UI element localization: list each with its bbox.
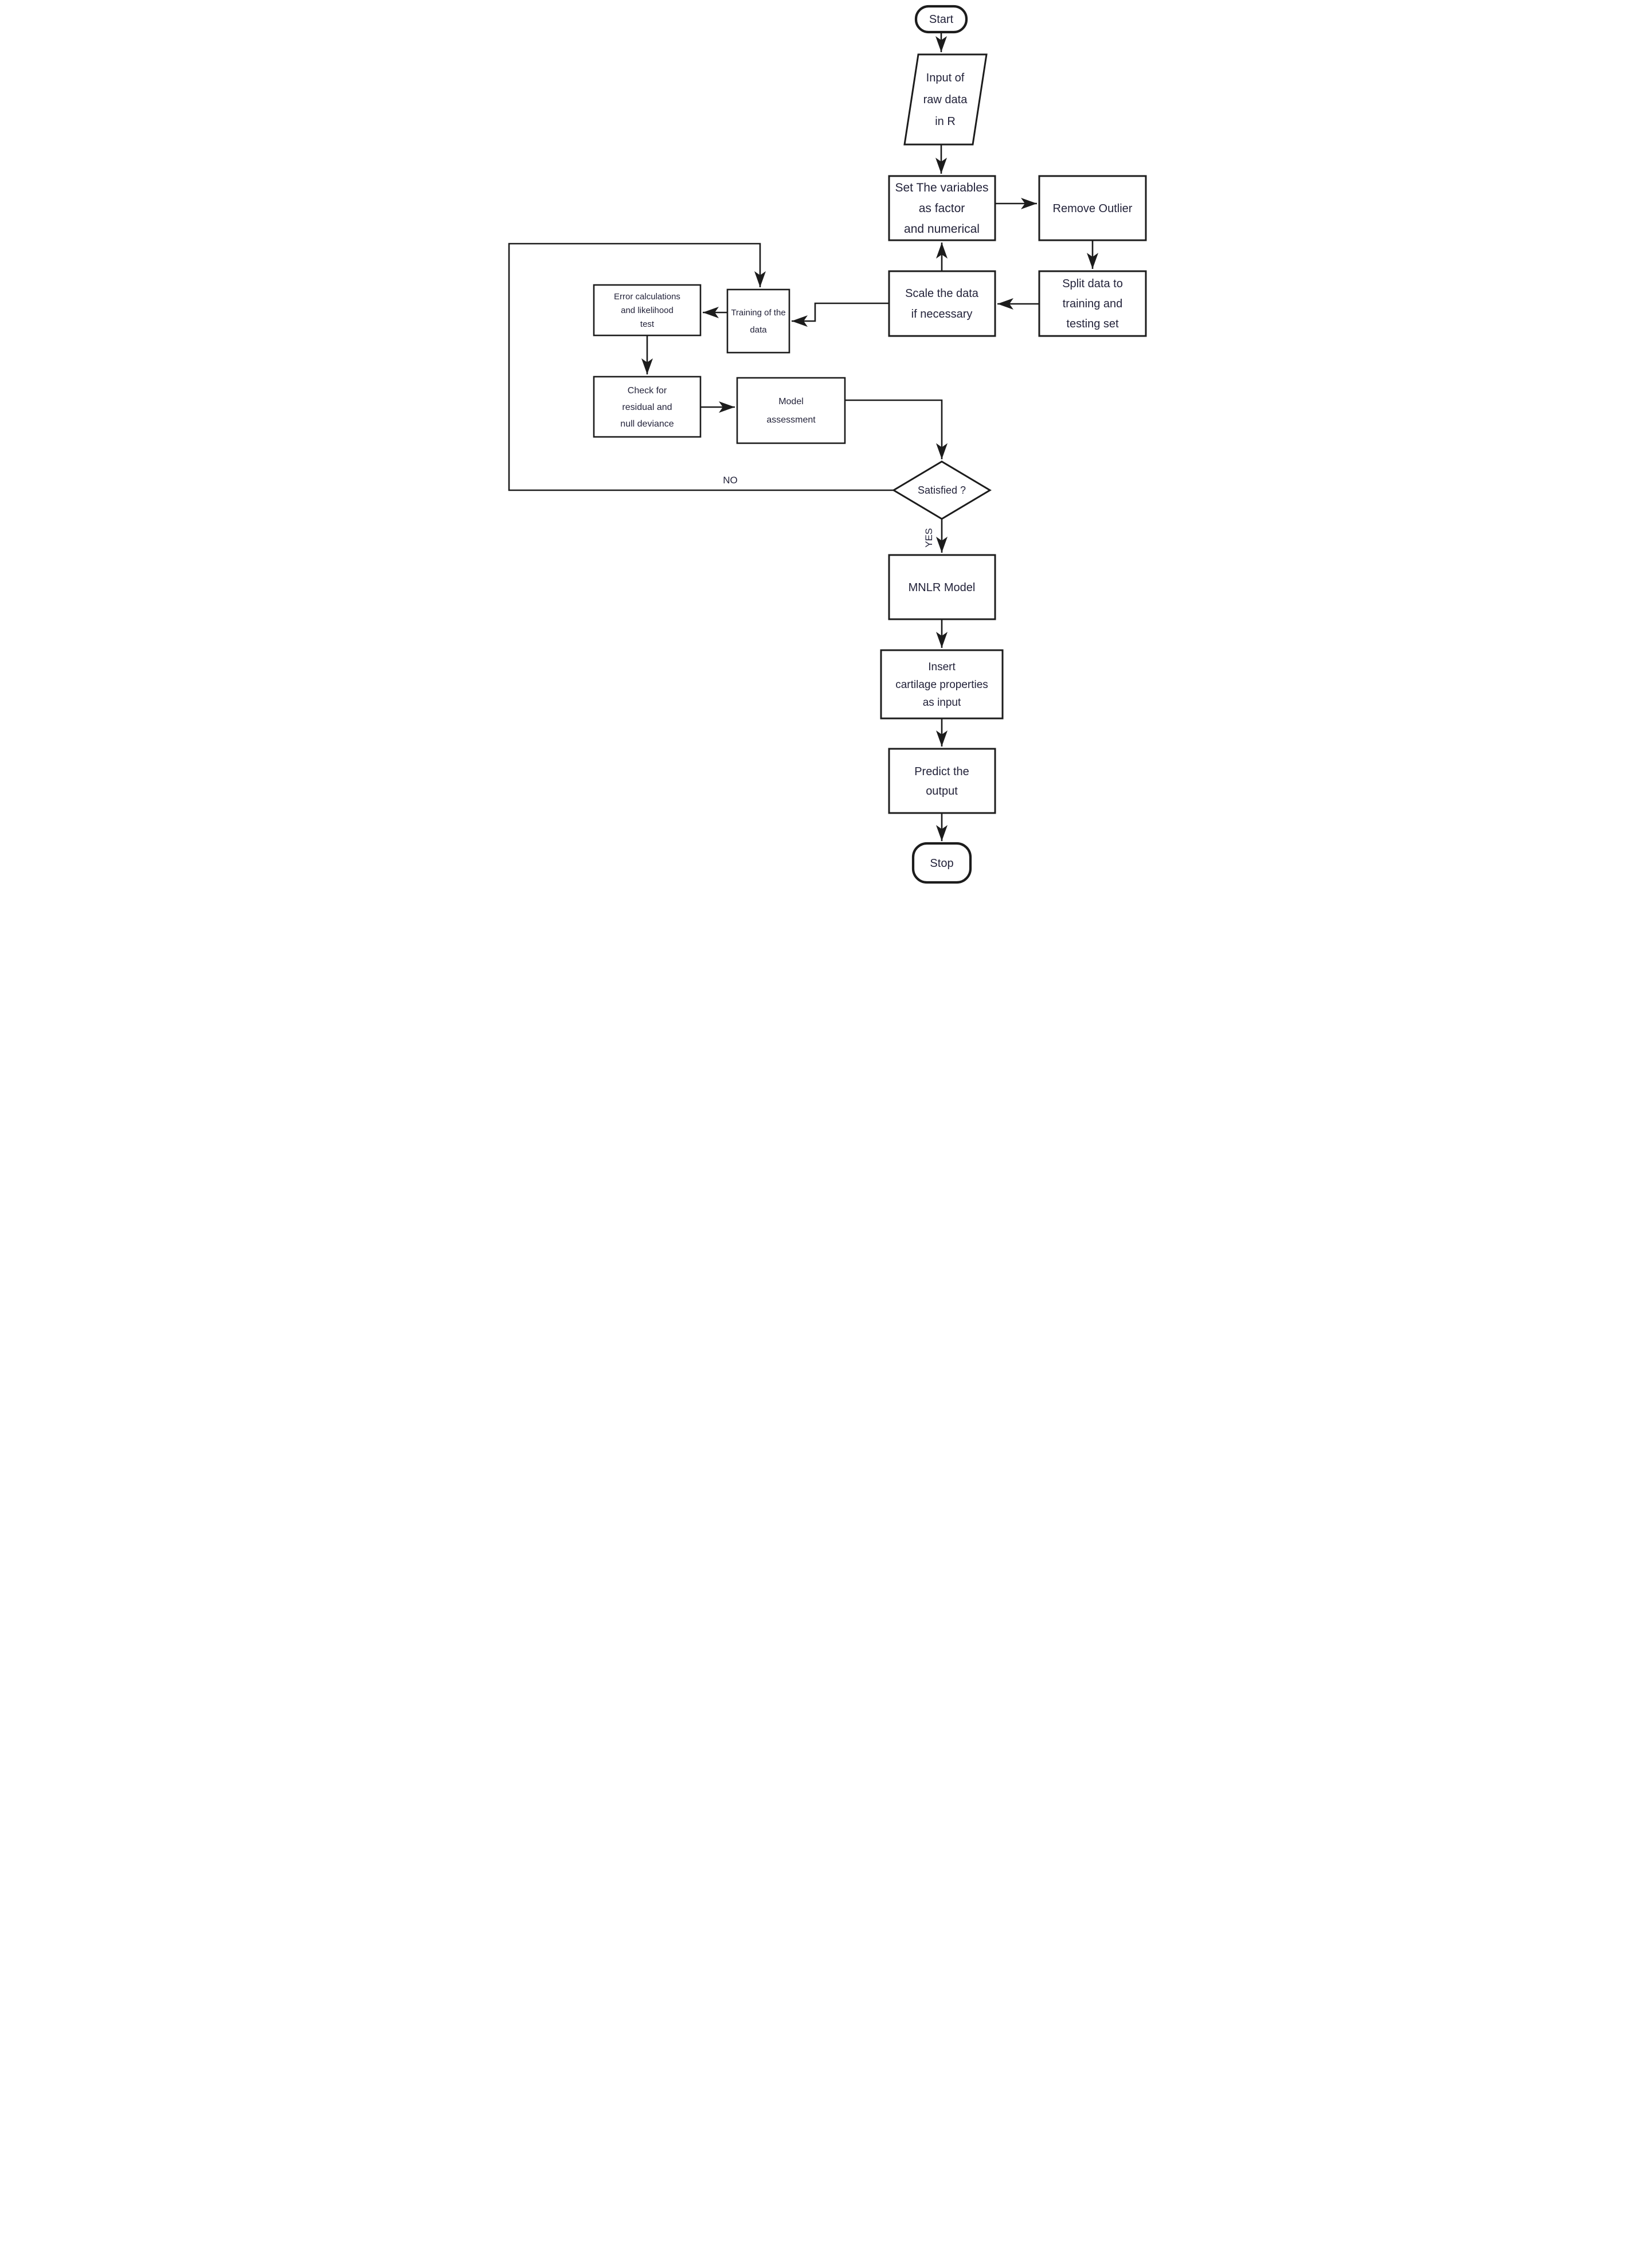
- node-start: Start: [914, 5, 968, 34]
- input-line-3: in R: [935, 115, 956, 128]
- node-check-residual: Check for residual and null deviance: [593, 376, 701, 438]
- set-variables-shape: [888, 175, 996, 241]
- node-satisfied-decision: Satisfied ?: [891, 460, 992, 520]
- mnlr-model-label: MNLR Model: [908, 581, 975, 594]
- error-calculations-line-1: Error calculations: [614, 292, 680, 302]
- node-stop: Stop: [911, 842, 972, 884]
- model-assessment-line-2: assessment: [766, 415, 816, 425]
- set-variables-line-3: and numerical: [904, 222, 980, 236]
- scale-data-shape: [888, 270, 996, 337]
- training-shape: [726, 288, 790, 354]
- node-mnlr-model: MNLR Model: [888, 554, 996, 620]
- check-residual-line-2: residual and: [622, 402, 672, 412]
- stop-label: Stop: [930, 857, 953, 870]
- connector-scale-to-training: [791, 302, 889, 327]
- set-variables-line-2: as factor: [918, 202, 965, 215]
- predict-output-line-1: Predict the: [914, 765, 969, 778]
- stop-terminator-shape: [911, 842, 972, 884]
- satisfied-diamond-shape: [891, 460, 992, 520]
- node-model-assessment: Model assessment: [736, 377, 845, 444]
- edge-label-yes: YES: [923, 528, 934, 548]
- connector-no-loop-to-training: [508, 243, 894, 491]
- input-line-2: raw data: [923, 93, 968, 106]
- remove-outlier-label: Remove Outlier: [1052, 202, 1132, 215]
- input-line-1: Input of: [926, 72, 964, 84]
- node-predict-output: Predict the output: [888, 748, 996, 814]
- node-split-data: Split data to training and testing set: [1038, 270, 1146, 337]
- insert-cartilage-line-2: cartilage properties: [895, 679, 988, 691]
- check-residual-shape: [593, 376, 701, 438]
- split-data-line-1: Split data to: [1062, 278, 1123, 290]
- node-set-variables: Set The variables as factor and numerica…: [888, 175, 996, 241]
- error-calculations-line-2: and likelihood: [621, 306, 674, 315]
- error-calculations-shape: [593, 284, 701, 337]
- node-insert-cartilage: Insert cartilage properties as input: [880, 649, 1003, 720]
- insert-cartilage-line-1: Insert: [928, 661, 956, 673]
- node-training: Training of the data: [726, 288, 790, 354]
- edge-label-no: NO: [723, 475, 738, 486]
- set-variables-line-1: Set The variables: [895, 181, 988, 194]
- check-residual-line-3: null deviance: [620, 419, 674, 429]
- split-data-line-3: testing set: [1066, 318, 1119, 330]
- model-assessment-shape: [736, 377, 845, 444]
- check-residual-line-1: Check for: [627, 386, 667, 396]
- predict-output-shape: [888, 748, 996, 814]
- insert-cartilage-line-3: as input: [922, 697, 961, 709]
- error-calculations-line-3: test: [640, 319, 654, 329]
- split-data-shape: [1038, 270, 1146, 337]
- flow-edges: [508, 32, 1098, 841]
- node-remove-outlier: Remove Outlier: [1038, 175, 1146, 241]
- node-input-raw-data: Input of raw data in R: [903, 53, 988, 146]
- node-scale-data: Scale the data if necessary: [888, 270, 996, 337]
- insert-cartilage-shape: [880, 649, 1003, 720]
- start-label: Start: [929, 13, 953, 26]
- flowchart-page: NO YES Start Input of raw data in R Set …: [502, 0, 1150, 886]
- node-error-calculations: Error calculations and likelihood test: [593, 284, 701, 337]
- remove-outlier-shape: [1038, 175, 1146, 241]
- satisfied-label: Satisfied ?: [917, 484, 965, 496]
- model-assessment-line-1: Model: [778, 397, 804, 407]
- split-data-line-2: training and: [1062, 298, 1122, 310]
- scale-data-line-1: Scale the data: [905, 287, 979, 300]
- flowchart-canvas: NO YES Start Input of raw data in R Set …: [508, 5, 1146, 884]
- input-parallelogram-shape: [903, 53, 988, 146]
- training-line-2: data: [750, 325, 767, 335]
- connector-model-to-satisfied: [844, 399, 948, 459]
- start-terminator-shape: [914, 5, 968, 34]
- predict-output-line-2: output: [926, 785, 958, 798]
- mnlr-model-shape: [888, 554, 996, 620]
- scale-data-line-2: if necessary: [911, 308, 972, 321]
- training-line-1: Training of the: [731, 308, 785, 318]
